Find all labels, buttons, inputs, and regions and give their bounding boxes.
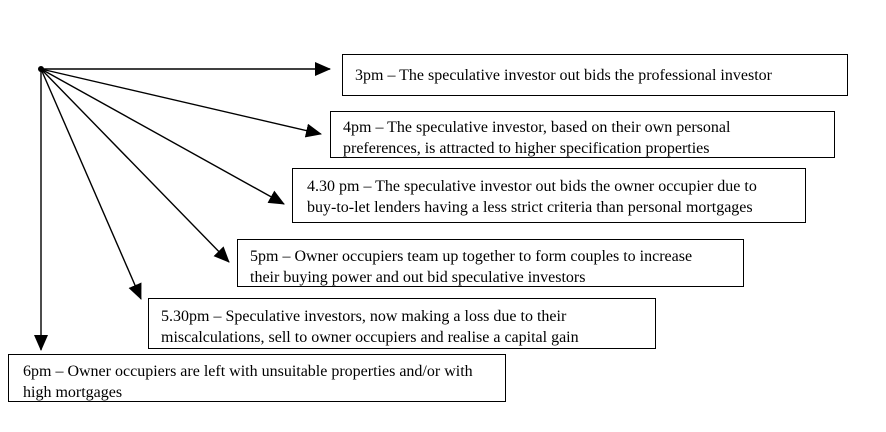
- arrow-to-4.30pm-box: [40, 68, 285, 205]
- event-text-line: 5pm – Owner occupiers team up together t…: [250, 248, 693, 265]
- event-text-line: 6pm – Owner occupiers are left with unsu…: [23, 363, 473, 380]
- event-text-line: high mortgages: [23, 384, 123, 401]
- event-text-line: 4pm – The speculative investor, based on…: [343, 119, 731, 136]
- arrow-to-4pm-box: [40, 68, 322, 138]
- event-box-5pm: 5pm – Owner occupiers team up together t…: [237, 239, 744, 287]
- event-box-6pm: 6pm – Owner occupiers are left with unsu…: [8, 354, 506, 402]
- arrow-to-5pm-box: [40, 68, 230, 263]
- event-text-line: 3pm – The speculative investor out bids …: [355, 67, 772, 84]
- arrow-to-5.30pm-box: [40, 68, 142, 300]
- event-text-line: preferences, is attracted to higher spec…: [343, 140, 710, 157]
- event-box-4pm: 4pm – The speculative investor, based on…: [330, 111, 835, 158]
- event-text-line: miscalculations, sell to owner occupiers…: [161, 329, 579, 346]
- event-box-3pm: 3pm – The speculative investor out bids …: [342, 54, 848, 96]
- event-box-5.30pm: 5.30pm – Speculative investors, now maki…: [148, 298, 656, 349]
- event-text-line: 5.30pm – Speculative investors, now maki…: [161, 308, 567, 325]
- event-text-line: their buying power and out bid speculati…: [250, 269, 586, 286]
- event-text-line: 4.30 pm – The speculative investor out b…: [307, 178, 757, 195]
- event-text-line: buy-to-let lenders having a less strict …: [307, 199, 753, 216]
- event-box-4.30pm: 4.30 pm – The speculative investor out b…: [292, 168, 806, 223]
